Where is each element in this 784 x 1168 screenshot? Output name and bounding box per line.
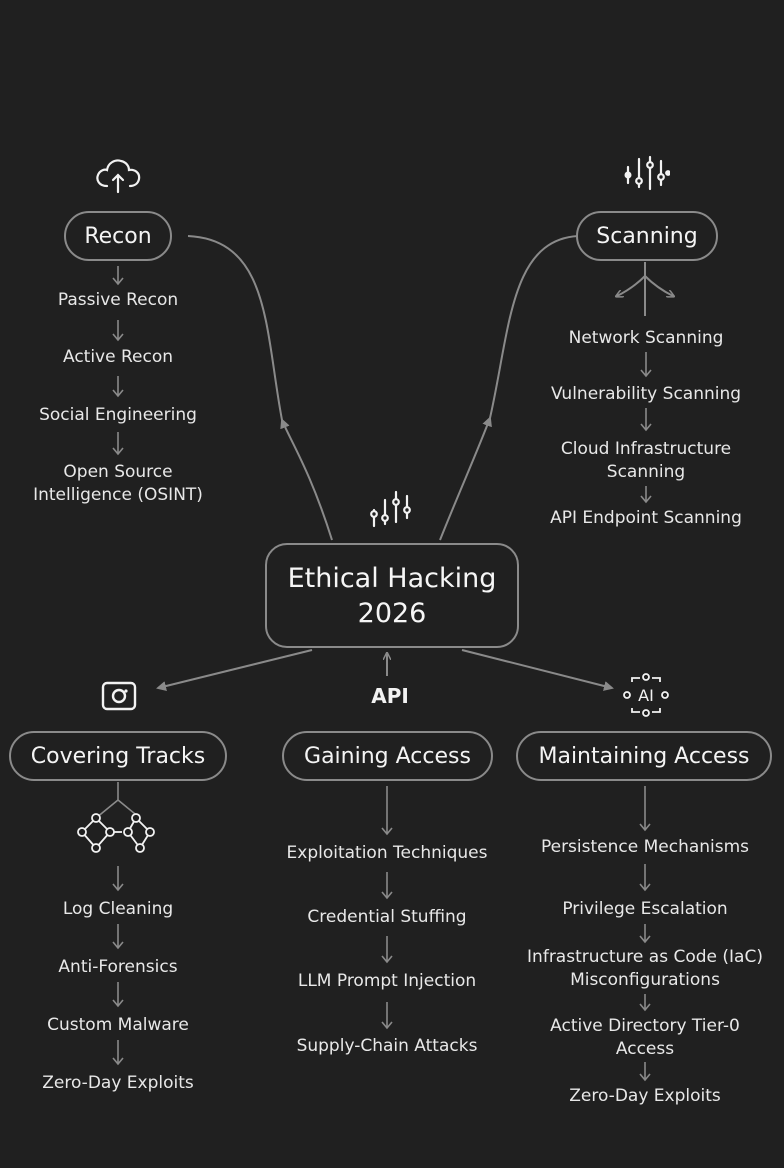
central-title-line1: Ethical Hacking <box>287 562 497 594</box>
connector-recon-curve <box>187 235 283 421</box>
list-item: API Endpoint Scanning <box>550 508 742 528</box>
list-item: Access <box>615 1039 675 1059</box>
list-item: Open Source <box>63 462 173 482</box>
flow-arrow <box>639 994 651 1012</box>
sliders-icon <box>370 490 411 528</box>
maintaining-access-node[interactable]: Maintaining Access <box>516 731 772 781</box>
flow-arrow <box>639 1062 651 1082</box>
api-label: API <box>371 684 409 708</box>
ai-chip-icon: AI <box>623 673 669 717</box>
list-item: Anti-Forensics <box>58 957 178 977</box>
list-item: Scanning <box>606 462 686 482</box>
flow-arrow <box>639 864 651 892</box>
ai-chip-label: AI <box>638 686 654 705</box>
connector-center-covering <box>156 649 313 691</box>
flow-arrow <box>112 924 124 950</box>
gaining-access-node[interactable]: Gaining Access <box>282 731 493 781</box>
list-item: Zero-Day Exploits <box>569 1086 721 1106</box>
sliders-icon <box>624 155 670 191</box>
connector-center-recon <box>280 418 333 541</box>
flow-arrow <box>381 786 393 836</box>
list-item: Exploitation Techniques <box>286 843 488 863</box>
flow-arrow <box>639 924 651 944</box>
list-item: Persistence Mechanisms <box>540 837 750 857</box>
flow-arrow <box>640 408 652 432</box>
list-item: Active Recon <box>62 347 174 367</box>
connector-center-maintaining <box>461 649 614 691</box>
flow-arrow <box>112 432 124 456</box>
flow-arrow <box>640 352 652 378</box>
list-item: Misconfigurations <box>570 970 720 990</box>
flow-arrow <box>640 486 652 504</box>
recon-node[interactable]: Recon <box>64 211 172 261</box>
list-item: Cloud Infrastructure <box>560 439 732 459</box>
flow-arrow <box>381 1002 393 1030</box>
list-item: Active Directory Tier-0 <box>550 1016 740 1036</box>
list-item: Zero-Day Exploits <box>42 1073 194 1093</box>
flow-arrow <box>639 786 651 832</box>
list-item: Network Scanning <box>568 328 724 348</box>
list-item: LLM Prompt Injection <box>297 971 477 991</box>
flow-arrow <box>381 936 393 964</box>
list-item: Vulnerability Scanning <box>550 384 742 404</box>
camera-square-icon <box>101 681 137 711</box>
connector-scanning-curve <box>489 235 579 419</box>
central-title-line2: 2026 <box>357 597 427 629</box>
central-node[interactable]: Ethical Hacking 2026 <box>265 543 519 648</box>
list-item: Intelligence (OSINT) <box>33 485 203 505</box>
flow-arrow <box>112 1040 124 1066</box>
list-item: Passive Recon <box>57 290 179 310</box>
list-item: Supply-Chain Attacks <box>296 1036 478 1056</box>
cloud-upload-icon <box>96 159 141 194</box>
flow-arrow <box>112 320 124 342</box>
list-item: Custom Malware <box>47 1015 189 1035</box>
list-item: Infrastructure as Code (IaC) <box>527 947 763 967</box>
list-item: Privilege Escalation <box>562 899 728 919</box>
list-item: Credential Stuffing <box>307 907 467 927</box>
covering-tracks-node[interactable]: Covering Tracks <box>9 731 227 781</box>
flow-arrow <box>112 376 124 398</box>
flow-arrow <box>112 266 124 286</box>
scanning-node[interactable]: Scanning <box>576 211 718 261</box>
flow-arrow <box>381 872 393 900</box>
flow-arrow <box>112 866 124 892</box>
connector-center-scanning <box>439 416 492 541</box>
list-item: Log Cleaning <box>62 899 174 919</box>
list-item: Social Engineering <box>39 405 197 425</box>
node-graph-icon <box>77 813 155 853</box>
flow-arrow <box>112 982 124 1008</box>
